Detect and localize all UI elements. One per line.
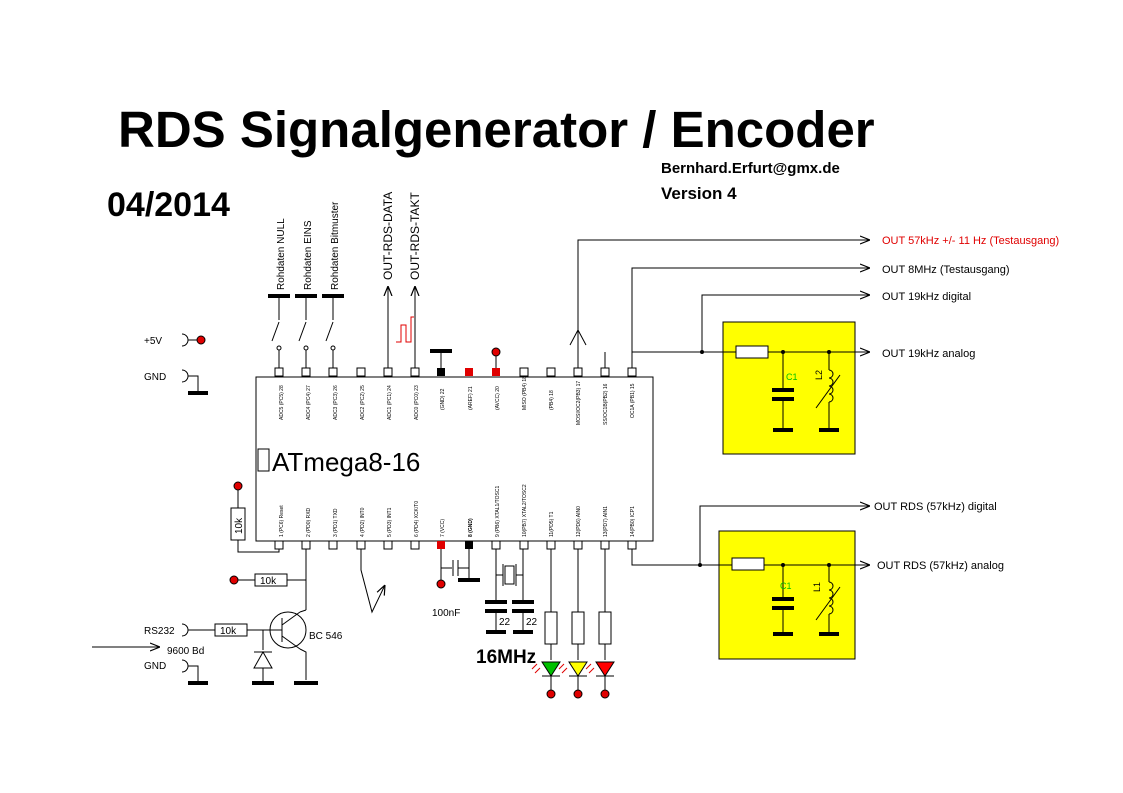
pin-label: 1 (PC6) Reset [279, 505, 285, 537]
chip-name: ATmega8-16 [272, 447, 420, 477]
pin-label: ADC2 (PC2) 25 [360, 385, 366, 420]
gnd2-label: GND [144, 661, 166, 672]
pin-label: 2 (PD0) RXD [306, 507, 312, 537]
cap-22b-label: 22 [526, 617, 538, 628]
out-19khz-digital-label: OUT 19kHz digital [882, 291, 971, 303]
pin-label: 12(PD6) AIN0 [576, 506, 582, 537]
r-pullup-label: 10k [260, 576, 277, 587]
pin-label: ADC5 (PC5) 28 [279, 385, 285, 420]
filter-box-57khz [718, 530, 856, 660]
led-red [595, 661, 615, 677]
pin-label: MOSI/OC2(PB3) 17 [576, 381, 582, 425]
out-rds-digital-label: OUT RDS (57kHz) digital [874, 501, 997, 513]
pin-label: (PB4) 18 [549, 390, 555, 410]
pin-label: ADC1 (PC1) 24 [387, 385, 393, 420]
page-title: RDS Signalgenerator / Encoder [118, 101, 875, 158]
pin-label: ADC0 (PC0) 23 [414, 385, 420, 420]
out-rds-analog-label: OUT RDS (57kHz) analog [877, 560, 1004, 572]
r-reset-label: 10k [234, 517, 245, 534]
pin-label: 9 (PB6) XTAL1/TOSC1 [495, 486, 501, 537]
c1-bottom-label: C1 [780, 581, 792, 591]
label-vcc: +5V [144, 336, 162, 347]
out-57khz-test-label: OUT 57kHz +/- 11 Hz (Testausgang) [882, 235, 1059, 247]
led-group [531, 549, 615, 699]
l2-top-label: L2 [814, 370, 824, 380]
pin-label: SS/OC1B(PB2) 16 [603, 383, 609, 425]
pin-label: 5 (PD3) INT1 [387, 507, 393, 537]
r-rs232-label: 10k [220, 626, 237, 637]
baud-label: 9600 Bd [167, 646, 204, 657]
label-rohdaten-bitmuster: Rohdaten Bitmuster [330, 201, 341, 290]
chip-body [255, 376, 654, 542]
pin-label: 11(PD5) T1 [549, 511, 555, 537]
transistor-label: BC 546 [309, 631, 343, 642]
pin-label: 6 (PD4) XCK/T0 [414, 501, 420, 537]
bottom-pins [274, 540, 637, 550]
c1-top-label: C1 [786, 372, 798, 382]
author-email: Bernhard.Erfurt@gmx.de [661, 160, 840, 177]
pin-label: (AVCC) 20 [495, 386, 501, 410]
cap-100nf-label: 100nF [432, 608, 460, 619]
pin-label: (AREF) 21 [468, 386, 474, 410]
pin-label: OC1A (PB1) 15 [630, 383, 636, 418]
cap-22a-label: 22 [499, 617, 511, 628]
pin-label: 3 (PD1) TXD [333, 508, 339, 537]
pin-label: (GND) 22 [440, 388, 446, 410]
version-label: Version 4 [661, 184, 737, 203]
top-pins [274, 367, 637, 377]
led-yellow [568, 661, 588, 677]
label-gnd: GND [144, 372, 166, 383]
pin-label: 10(PB7) XTAL2/TOSC2 [522, 484, 528, 537]
label-out-rds-takt: OUT-RDS-TAKT [408, 192, 422, 280]
label-rohdaten-eins: Rohdaten EINS [303, 220, 314, 290]
pin-label: 14(PB0) ICP1 [630, 506, 636, 537]
out-19khz-analog-label: OUT 19kHz analog [882, 348, 975, 360]
pin-label: MISO (PB4) 18 [522, 376, 528, 410]
date-label: 04/2014 [107, 186, 230, 224]
clock-pulse-icon [396, 316, 414, 343]
pin-label: 7 (VCC) [440, 519, 446, 537]
label-out-rds-data: OUT-RDS-DATA [381, 192, 395, 280]
pin-label: ADC4 (PC4) 27 [306, 385, 312, 420]
pin-label: 8 (GND) [468, 518, 474, 537]
pin-label: ADC3 (PC3) 26 [333, 385, 339, 420]
l1-bottom-label: L1 [812, 582, 822, 592]
out-8mhz-label: OUT 8MHz (Testausgang) [882, 264, 1010, 276]
pin-label: 13(PD7) AIN1 [603, 506, 609, 537]
crystal-label: 16MHz [476, 647, 536, 668]
led-green [541, 661, 561, 677]
label-rohdaten-null: Rohdaten NULL [276, 218, 287, 290]
input-switches [268, 294, 344, 368]
rs232-label: RS232 [144, 626, 175, 637]
pin-label: 4 (PD2) INT0 [360, 507, 366, 537]
